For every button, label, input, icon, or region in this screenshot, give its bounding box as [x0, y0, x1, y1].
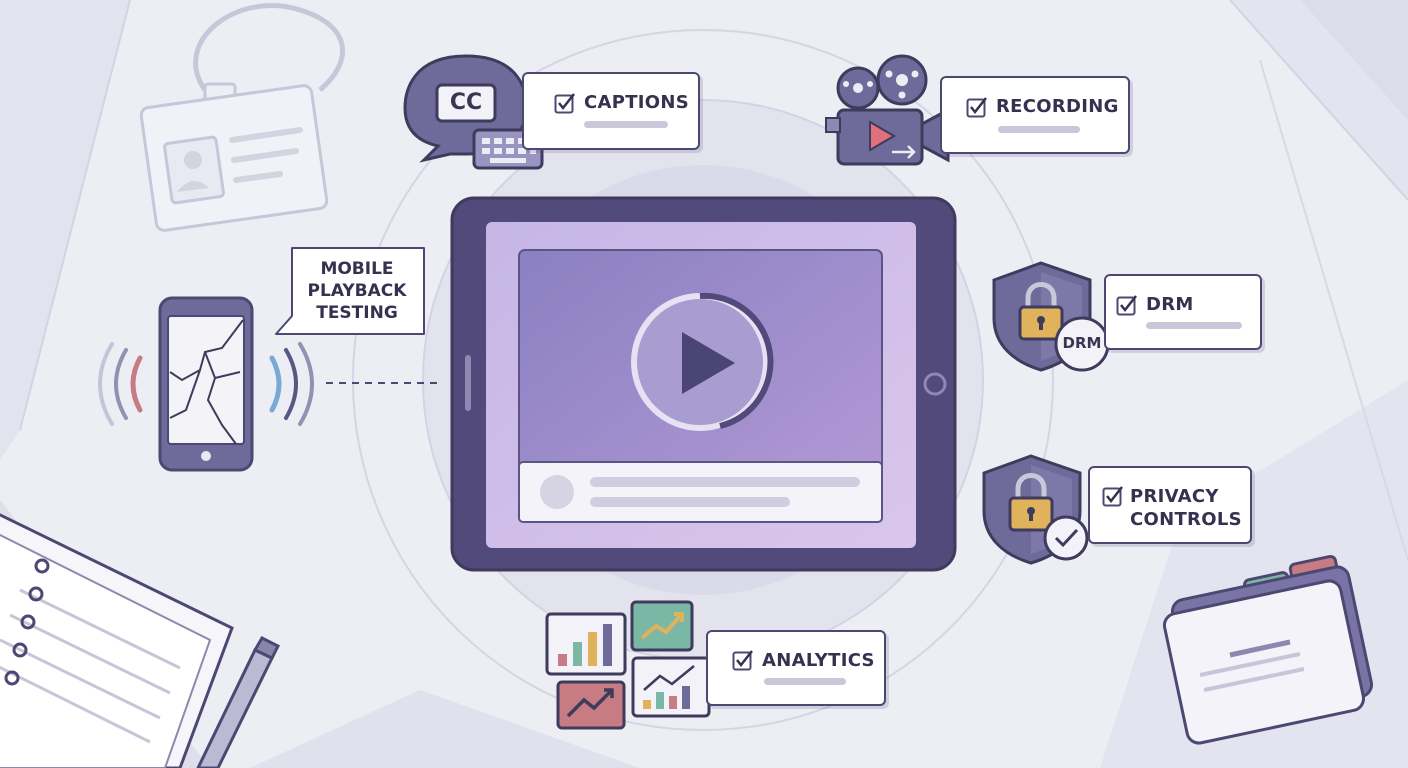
captions-label: CAPTIONS — [584, 92, 690, 113]
id-badge-icon — [139, 3, 346, 232]
pen-icon — [196, 636, 281, 768]
feature-card-captions: CAPTIONS — [522, 72, 700, 150]
privacy-controls-label: PRIVACY CONTROLS — [1130, 486, 1242, 530]
movie-camera-icon — [825, 54, 950, 166]
shield-lock-icon — [992, 261, 1110, 372]
chart-tiles-icon — [545, 600, 711, 730]
drm-label: DRM — [1146, 294, 1194, 315]
recording-label: RECORDING — [996, 96, 1119, 117]
checkbox-checked-icon — [1102, 486, 1123, 507]
analytics-label: ANALYTICS — [762, 650, 875, 671]
spiral-notebook-icon — [0, 513, 234, 768]
checkbox-checked-icon — [554, 93, 575, 114]
checkbox-checked-icon — [966, 97, 987, 118]
checkbox-checked-icon — [732, 650, 753, 671]
callout-bubble — [275, 247, 425, 335]
feature-card-privacy-controls: PRIVACY CONTROLS — [1088, 466, 1252, 544]
shield-lock-check-icon — [982, 454, 1089, 565]
checkbox-checked-icon — [1116, 295, 1137, 316]
analytics-placeholder-line — [764, 678, 846, 685]
folder-icon — [1162, 554, 1374, 745]
drm-badge-label: DRM — [1062, 334, 1102, 352]
feature-card-recording: RECORDING — [940, 76, 1130, 154]
drm-placeholder-line — [1146, 322, 1242, 329]
captions-placeholder-line — [584, 121, 668, 128]
feature-card-analytics: ANALYTICS — [706, 630, 886, 706]
cracked-phone-icon — [98, 296, 314, 472]
cc-badge-label: CC — [449, 90, 483, 115]
recording-placeholder-line — [998, 126, 1080, 133]
feature-card-drm: DRM — [1104, 274, 1262, 350]
play-icon — [631, 292, 774, 431]
mobile-playback-testing-label: MOBILE PLAYBACK TESTING — [307, 259, 407, 323]
